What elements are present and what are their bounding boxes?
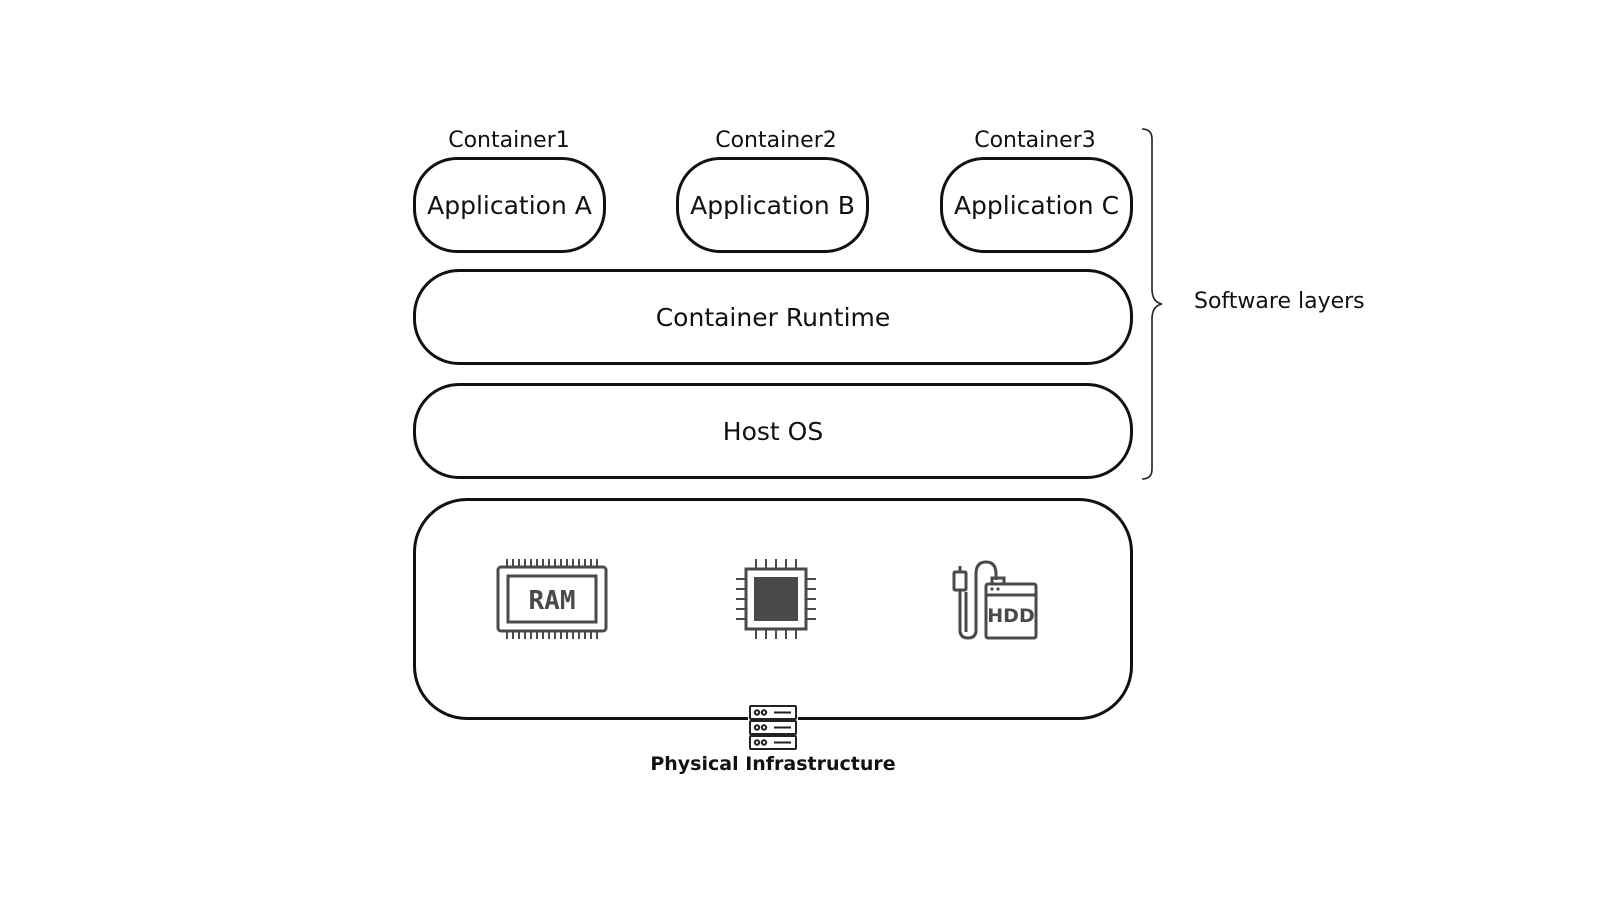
host-os-layer: Host OS bbox=[413, 383, 1133, 479]
ram-icon-text: RAM bbox=[529, 586, 576, 616]
application-c-box: Application C bbox=[940, 157, 1133, 253]
hdd-icon-text: HDD bbox=[987, 605, 1034, 627]
ram-icon: RAM bbox=[496, 559, 608, 639]
software-layers-label: Software layers bbox=[1194, 289, 1365, 314]
container2-label: Container2 bbox=[715, 128, 837, 153]
container-runtime-layer: Container Runtime bbox=[413, 269, 1133, 365]
hdd-icon: HDD bbox=[952, 560, 1038, 640]
physical-infrastructure-box: RAM bbox=[413, 498, 1133, 720]
application-b-box: Application B bbox=[676, 157, 869, 253]
software-layers-brace bbox=[1141, 128, 1163, 480]
container3-label: Container3 bbox=[974, 128, 1096, 153]
physical-infrastructure-label: Physical Infrastructure bbox=[650, 753, 896, 775]
application-a-box: Application A bbox=[413, 157, 606, 253]
container1-label: Container1 bbox=[448, 128, 570, 153]
cpu-icon bbox=[736, 559, 816, 639]
server-rack-icon bbox=[748, 704, 798, 752]
